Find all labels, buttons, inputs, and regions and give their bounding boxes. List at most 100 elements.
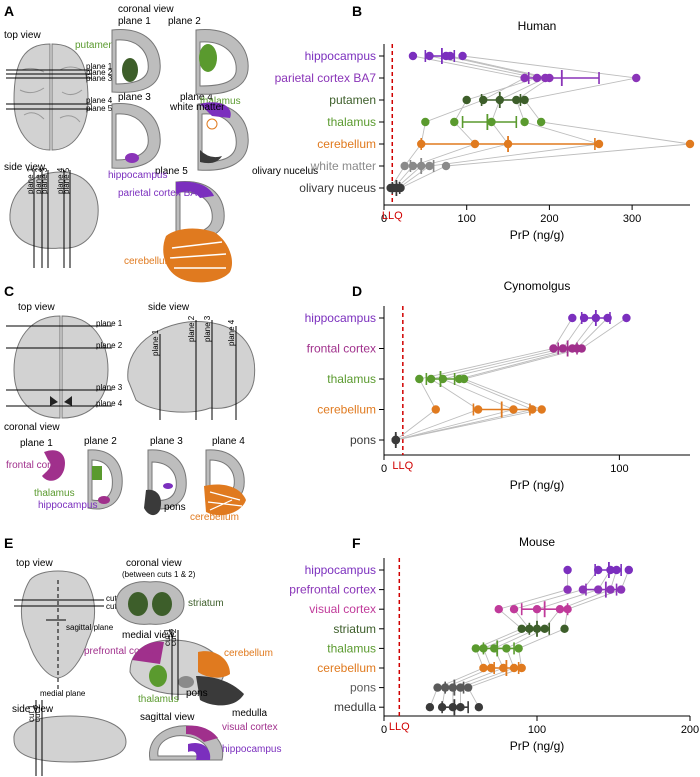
x-tick-label: 0 <box>381 724 387 736</box>
category-label: cerebellum <box>317 137 376 151</box>
c-hippocampus-label: hippocampus <box>38 500 97 511</box>
data-point <box>458 51 467 61</box>
a-coronal-plane-2: plane 2 <box>168 16 201 27</box>
e-thalamus-label: thalamus <box>138 694 179 705</box>
panel-letter-c: C <box>4 283 14 299</box>
c-side-plane-2: plane 2 <box>187 315 196 342</box>
category-label: hippocampus <box>305 49 376 63</box>
c-coronal-slice-1 <box>42 450 66 481</box>
e-pons-label: pons <box>186 688 208 699</box>
data-point <box>558 344 568 353</box>
data-point <box>462 95 471 105</box>
x-tick-label: 200 <box>681 724 699 736</box>
a-coronal-plane-1: plane 1 <box>118 16 151 27</box>
c-coronal-plane-4: plane 4 <box>212 436 245 447</box>
data-point <box>520 73 529 83</box>
category-label: olivary nuceus <box>299 181 376 195</box>
c-thalamus-region <box>92 466 102 480</box>
category-label: prefrontal cortex <box>289 583 376 597</box>
data-point <box>525 624 534 633</box>
c-side-plane-4: plane 4 <box>227 319 236 346</box>
data-point <box>489 644 499 653</box>
data-point <box>563 565 572 575</box>
a-coronal-slice-1 <box>111 29 161 93</box>
c-coronal-slice-3 <box>144 449 187 516</box>
a-coronal-slice-2 <box>195 29 249 95</box>
data-point <box>568 313 577 323</box>
e-coronal-sub-label: (between cuts 1 & 2) <box>122 570 196 579</box>
a-top-plane-4: plane 4 <box>86 96 113 105</box>
data-point <box>512 95 521 105</box>
data-point <box>425 161 434 171</box>
data-point <box>606 585 615 594</box>
data-point <box>594 139 604 149</box>
a-putamen-label: putamen <box>75 40 114 51</box>
data-point <box>396 183 405 193</box>
a-thalamus-label: thalamus <box>200 96 241 107</box>
panel-letter-e: E <box>4 535 13 551</box>
chart-title: Cynomolgus <box>504 279 571 293</box>
e-prefrontal-label: prefrontal cortex <box>84 646 156 657</box>
data-point <box>514 644 523 653</box>
e-striatum-region-left <box>128 592 148 616</box>
category-label: hippocampus <box>305 311 376 325</box>
a-parietal-label: parietal cortex BA7 <box>118 188 203 199</box>
data-point <box>495 95 504 105</box>
x-axis-title: PrP (ng/g) <box>510 478 564 492</box>
a-top-plane-1: plane 1 <box>86 62 113 71</box>
category-label: putamen <box>329 93 376 107</box>
c-side-plane-1: plane 1 <box>151 329 160 356</box>
panel-letter-b: B <box>352 3 362 19</box>
data-point <box>456 703 465 712</box>
e-medial-cut-1: cut 1 <box>163 628 172 646</box>
data-point <box>459 374 469 384</box>
data-point <box>470 139 480 149</box>
diagram-c: top view plane 1 plane 2 plane 3 plane 4… <box>4 302 256 523</box>
data-point <box>517 624 526 633</box>
category-label: thalamus <box>327 641 376 655</box>
data-point <box>509 405 518 414</box>
e-sagittal-slice <box>149 725 224 761</box>
e-hippocampus-label: hippocampus <box>222 744 281 755</box>
e-medial-view-brain <box>129 630 244 706</box>
data-point <box>445 51 455 61</box>
e-medulla-label: medulla <box>232 708 267 719</box>
data-point <box>450 117 459 127</box>
chart-title: Mouse <box>519 535 555 549</box>
data-point <box>520 95 529 105</box>
a-top-plane-2: plane 2 <box>86 68 113 77</box>
data-point <box>431 405 440 414</box>
panel-letter-d: D <box>352 283 362 299</box>
data-point <box>555 605 565 614</box>
e-side-view-brain <box>13 700 127 776</box>
data-point <box>563 605 572 614</box>
c-side-view-brain <box>127 320 256 420</box>
data-point <box>441 161 451 171</box>
category-label: hippocampus <box>305 563 376 577</box>
e-coronal-slice <box>115 581 185 625</box>
data-point <box>577 344 586 353</box>
e-medial-plane-label: medial plane <box>40 689 86 698</box>
category-label: cerebellum <box>317 403 376 417</box>
c-top-plane-3: plane 3 <box>96 383 123 392</box>
data-point <box>594 565 603 575</box>
data-point <box>509 605 519 614</box>
data-point <box>624 565 633 575</box>
e-side-view-label: side view <box>12 704 54 715</box>
a-coronal-slice-3 <box>111 103 161 169</box>
c-cerebellum-label: cerebellum <box>190 512 239 523</box>
data-point <box>471 644 480 653</box>
data-point <box>591 313 601 323</box>
data-point <box>594 585 603 594</box>
data-point <box>532 624 542 633</box>
a-coronal-slice-4 <box>197 102 249 171</box>
data-point <box>426 374 436 384</box>
a-cerebellum-label: cerebellum <box>124 256 173 267</box>
c-thalamus-label: thalamus <box>34 488 75 499</box>
c-pons-region <box>144 489 162 516</box>
diagram-a: top view plane 1 plane 2 plane 3 plane 4… <box>4 4 318 283</box>
c-coronal-slice-2 <box>87 449 123 510</box>
panel-letter-f: F <box>352 535 361 551</box>
